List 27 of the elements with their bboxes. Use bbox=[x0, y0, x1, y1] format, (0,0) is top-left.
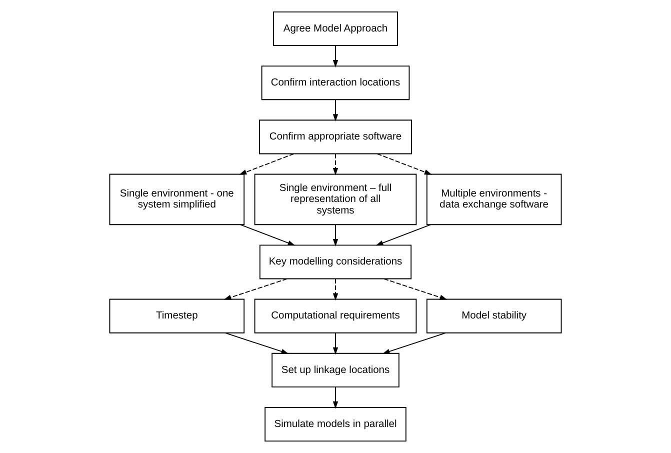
node-box: Single environment – full representation of all systems bbox=[254, 174, 417, 226]
arrow bbox=[332, 45, 338, 68]
arrow bbox=[240, 224, 296, 246]
node-box: Timestep bbox=[109, 298, 245, 334]
node-box: Set up linkage locations bbox=[272, 352, 400, 388]
arrow bbox=[383, 278, 448, 300]
node-box: Confirm appropriate software bbox=[259, 120, 412, 154]
arrow bbox=[332, 386, 338, 409]
arrow bbox=[332, 99, 338, 122]
arrow bbox=[332, 153, 338, 176]
arrow bbox=[224, 278, 288, 300]
arrow bbox=[376, 224, 431, 246]
node-box: Multiple environments - data exchange software bbox=[426, 174, 562, 226]
node-box: Agree Model Approach bbox=[273, 11, 398, 46]
arrow bbox=[332, 332, 338, 355]
node-box: Model stability bbox=[426, 298, 562, 334]
node-box: Simulate models in parallel bbox=[264, 407, 406, 442]
node-box: Confirm interaction locations bbox=[261, 66, 410, 100]
arrow bbox=[224, 332, 289, 354]
node-box: Key modelling considerations bbox=[259, 244, 412, 280]
node-box: Single environment - one system simplified bbox=[109, 174, 245, 226]
arrow bbox=[376, 153, 432, 175]
arrow bbox=[239, 153, 294, 175]
arrow bbox=[332, 224, 338, 246]
arrow bbox=[332, 278, 338, 301]
arrow bbox=[382, 332, 446, 354]
node-box: Computational requirements bbox=[254, 298, 417, 334]
